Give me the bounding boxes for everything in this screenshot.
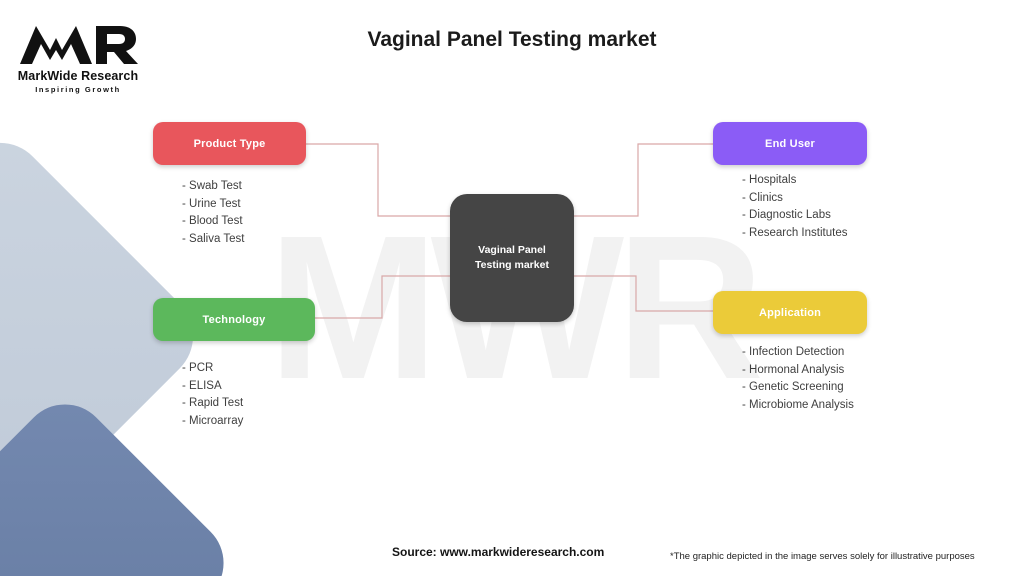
brand-logo: MarkWide Research Inspiring Growth [16,20,176,94]
logo-tagline: Inspiring Growth [35,85,121,94]
list-item: - Diagnostic Labs [742,209,831,221]
center-node-label: Vaginal Panel Testing market [475,243,549,271]
connector-product-type [306,143,452,217]
segment-pill-technology[interactable]: Technology [153,298,315,341]
list-item: - Hormonal Analysis [742,363,845,376]
segment-items-end-user: - Hospitals - Clinics - Diagnostic Labs … [742,172,847,242]
list-item: - Rapid Test [182,397,244,409]
list-item: - Genetic Screening [742,381,844,393]
page-title: Vaginal Panel Testing market [367,28,657,51]
segment-label-product-type: Product Type [193,137,266,150]
list-item: - Research Institutes [742,226,848,239]
connector-end-user [572,143,713,217]
segment-label-application: Application [758,306,822,319]
list-item: - PCR [182,362,214,374]
list-item: - Blood Test [182,215,243,227]
list-item: - Hospitals [742,174,797,186]
segment-pill-end-user[interactable]: End User [713,122,867,165]
segment-label-end-user: End User [765,137,815,150]
list-item: - Clinics [742,191,783,204]
logo-company-name: MarkWide Research [17,69,139,83]
segment-items-product-type: - Swab Test - Urine Test - Blood Test - … [182,178,244,248]
connector-technology [315,275,452,319]
list-item: - Microbiome Analysis [742,398,854,411]
list-item: - ELISA [182,379,222,392]
list-item: - Saliva Test [182,232,245,245]
connector-application [572,275,713,312]
list-item: - Microarray [182,414,244,427]
source-attribution: Source: www.markwideresearch.com [392,545,605,559]
segment-pill-application[interactable]: Application [713,291,867,334]
segment-pill-product-type[interactable]: Product Type [153,122,306,165]
list-item: - Infection Detection [742,346,845,358]
mwr-logo-icon [20,26,138,64]
segment-label-technology: Technology [202,313,266,326]
disclaimer-text: *The graphic depicted in the image serve… [670,551,975,562]
segment-items-application: - Infection Detection - Hormonal Analysi… [742,344,854,414]
list-item: - Swab Test [182,180,242,192]
center-node: Vaginal Panel Testing market [450,194,574,322]
segment-items-technology: - PCR - ELISA - Rapid Test - Microarray [182,360,243,430]
list-item: - Urine Test [182,197,241,210]
